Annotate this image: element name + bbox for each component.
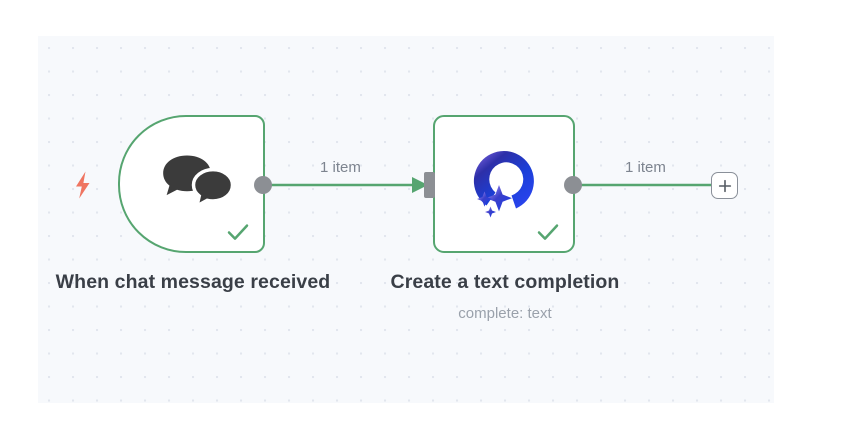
node-create-a-text-completion[interactable] — [433, 115, 575, 253]
node-when-chat-message-received[interactable] — [118, 115, 265, 253]
node-title-trigger: When chat message received — [55, 271, 331, 293]
input-port-action[interactable] — [424, 172, 435, 198]
ai-model-logo-icon — [435, 143, 573, 219]
node-subtitle-action: complete: text — [458, 305, 552, 322]
workflow-canvas[interactable] — [38, 36, 774, 403]
node-status-check-icon — [535, 219, 561, 245]
connection-label-trigger-to-action: 1 item — [320, 159, 361, 176]
connection-label-action-to-add: 1 item — [625, 159, 666, 176]
output-port-action[interactable] — [564, 176, 582, 194]
lightning-bolt-icon — [72, 170, 94, 200]
plus-icon — [718, 179, 731, 192]
node-title-action: Create a text completion — [390, 271, 620, 293]
chat-bubbles-icon — [128, 151, 271, 212]
node-status-check-icon — [225, 219, 251, 245]
add-node-button[interactable] — [711, 172, 738, 199]
output-port-trigger[interactable] — [254, 176, 272, 194]
